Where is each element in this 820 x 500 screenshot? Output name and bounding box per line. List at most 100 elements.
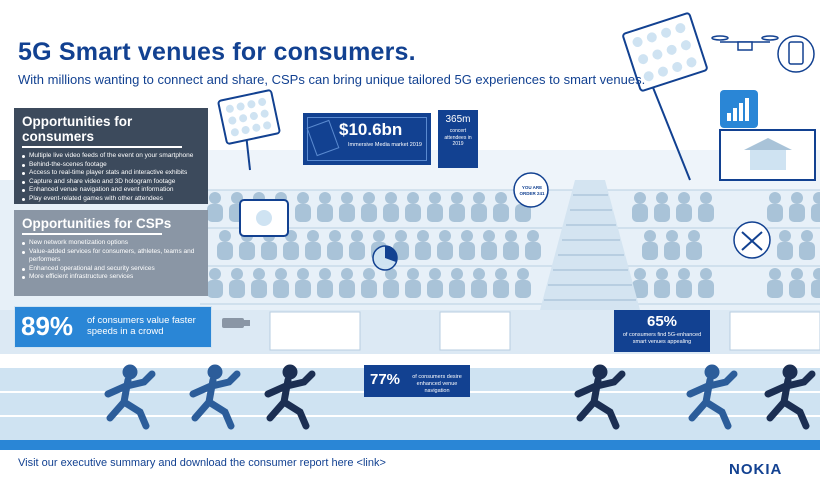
crowd-person: [634, 192, 646, 204]
crowd-person-body: [632, 204, 648, 222]
crowd-person-body: [361, 280, 377, 298]
crowd-person-body: [261, 242, 277, 260]
crowd-person-body: [686, 242, 702, 260]
crowd-person-body: [295, 204, 311, 222]
smartphone-icon: [777, 35, 815, 73]
crowd-person: [813, 192, 820, 204]
appealing-stat: 65% of consumers find 5G-enhanced smart …: [614, 310, 710, 352]
list-item: Multiple live video feeds of the event o…: [22, 152, 200, 161]
track-edge: [0, 354, 820, 368]
crowd-person: [813, 268, 820, 280]
crowd-person-body: [317, 280, 333, 298]
crowd-person-body: [664, 242, 680, 260]
crowd-person-body: [339, 204, 355, 222]
crowd-person: [656, 268, 668, 280]
speed-stat-value: 89%: [21, 311, 74, 341]
crowd-person-body: [427, 280, 443, 298]
camera-icon: [222, 318, 250, 328]
speed-stat-label: of consumers value faster speeds in a cr…: [87, 315, 196, 337]
heading-rule: [22, 146, 182, 148]
list-item: More efficient infrastructure services: [22, 273, 200, 282]
navigation-stat: 77% of consumers desire enhanced venue n…: [364, 365, 470, 397]
crowd-person: [517, 268, 529, 280]
page-title: 5G Smart venues for consumers.: [18, 38, 416, 66]
concert-label: concert attendees in 2019: [444, 128, 472, 147]
crowd-person: [319, 268, 331, 280]
crowd-person-body: [449, 204, 465, 222]
list-item: Value-added services for consumers, athl…: [22, 248, 200, 265]
crowd-person: [791, 268, 803, 280]
crowd-person: [473, 192, 485, 204]
immersive-value: $10.6bn: [339, 120, 403, 139]
crowd-person: [417, 230, 429, 242]
crowd-person: [429, 268, 441, 280]
crowd-person: [395, 230, 407, 242]
crowd-person-body: [383, 280, 399, 298]
crowd-person: [688, 230, 700, 242]
csps-panel: Opportunities for CSPs New network monet…: [14, 210, 208, 296]
crowd-person-body: [295, 280, 311, 298]
crowd-person: [801, 230, 813, 242]
crowd-person-body: [811, 204, 820, 222]
crowd-person-body: [503, 242, 519, 260]
crowd-person-body: [471, 280, 487, 298]
crowd-person: [275, 268, 287, 280]
footer-cta[interactable]: Visit our executive summary and download…: [18, 457, 386, 469]
crowd-person-body: [449, 280, 465, 298]
crowd-person-body: [789, 204, 805, 222]
crowd-person-body: [698, 204, 714, 222]
stadium-screen: [719, 129, 816, 181]
crowd-person-body: [361, 204, 377, 222]
crowd-person: [769, 268, 781, 280]
crowd-person-body: [229, 280, 245, 298]
crowd-person-body: [405, 280, 421, 298]
crowd-person-body: [811, 280, 820, 298]
crowd-person: [656, 192, 668, 204]
appealing-label: of consumers find 5G-enhanced smart venu…: [622, 332, 702, 345]
food-order-sign: [513, 172, 549, 208]
concert-stat: 365m concert attendees in 2019: [438, 110, 478, 168]
drone-icon: [711, 35, 779, 51]
runner-figure: [764, 364, 816, 430]
page-subtitle: With millions wanting to connect and sha…: [18, 72, 646, 87]
crowd-person-body: [283, 242, 299, 260]
crowd-person: [678, 268, 690, 280]
crowd-person: [407, 192, 419, 204]
crowd-person-body: [515, 280, 531, 298]
hologram-icon: [733, 221, 771, 259]
crowd-person: [644, 230, 656, 242]
appealing-value: 65%: [646, 313, 678, 330]
ad-board-1: [269, 311, 361, 351]
crowd-person: [791, 192, 803, 204]
crowd-person: [209, 268, 221, 280]
runner-figure: [104, 364, 156, 430]
crowd-person-body: [305, 242, 321, 260]
crowd-person: [527, 230, 539, 242]
concert-value: 365m: [445, 114, 471, 125]
crowd-person-body: [654, 204, 670, 222]
runners: [104, 364, 816, 430]
crowd-person: [209, 192, 221, 204]
runner-figure: [189, 364, 241, 430]
crowd-person-body: [676, 280, 692, 298]
crowd-person-body: [676, 204, 692, 222]
crowd-person-body: [415, 242, 431, 260]
floodlight-left: [217, 89, 281, 171]
crowd-person: [319, 192, 331, 204]
navigation-label: of consumers desire enhanced venue navig…: [412, 374, 462, 394]
runner-figure: [574, 364, 626, 430]
crowd-person: [451, 192, 463, 204]
crowd-person-body: [515, 204, 531, 222]
crowd-person: [634, 268, 646, 280]
runner-figure: [686, 364, 738, 430]
consumers-panel: Opportunities for consumers Multiple liv…: [14, 108, 208, 204]
crowd-person: [483, 230, 495, 242]
crowd-person-body: [799, 242, 815, 260]
ad-board-3: [729, 311, 820, 351]
crowd-person: [341, 192, 353, 204]
phone-video-icon: [239, 199, 289, 237]
stair-steps: [544, 194, 636, 301]
crowd-person: [253, 268, 265, 280]
crowd-person-body: [789, 280, 805, 298]
